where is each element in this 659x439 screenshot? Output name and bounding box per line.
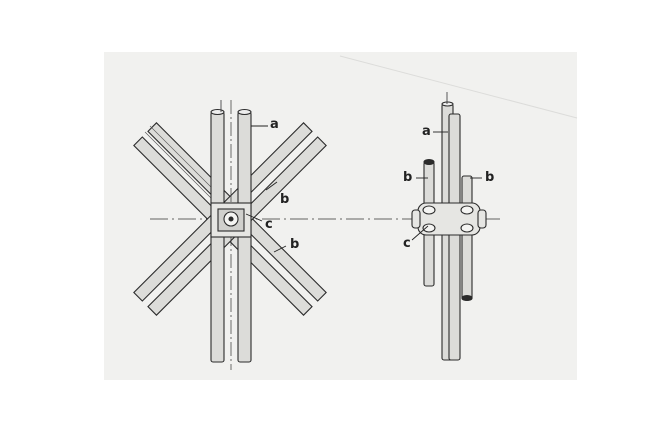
label-a-right: a <box>422 124 431 139</box>
label-b-right-right: b <box>485 170 495 185</box>
right-assembly-view <box>411 92 487 361</box>
paper-sheet <box>104 52 577 380</box>
side-rod-b-right <box>461 175 473 301</box>
side-tube-a-front <box>448 113 461 361</box>
label-b-left-lower: b <box>290 237 300 252</box>
paper-crease <box>339 55 578 119</box>
label-a-left: a <box>270 117 279 132</box>
label-b-left-upper: b <box>280 192 290 207</box>
label-c-right: c <box>403 236 411 251</box>
left-assembly-view <box>133 100 327 370</box>
right-leader-lines <box>411 131 482 241</box>
label-c-left: c <box>265 217 273 232</box>
left-leader-lines <box>245 125 287 253</box>
label-b-right-left: b <box>403 170 413 185</box>
diagonal-hatch <box>144 125 221 203</box>
